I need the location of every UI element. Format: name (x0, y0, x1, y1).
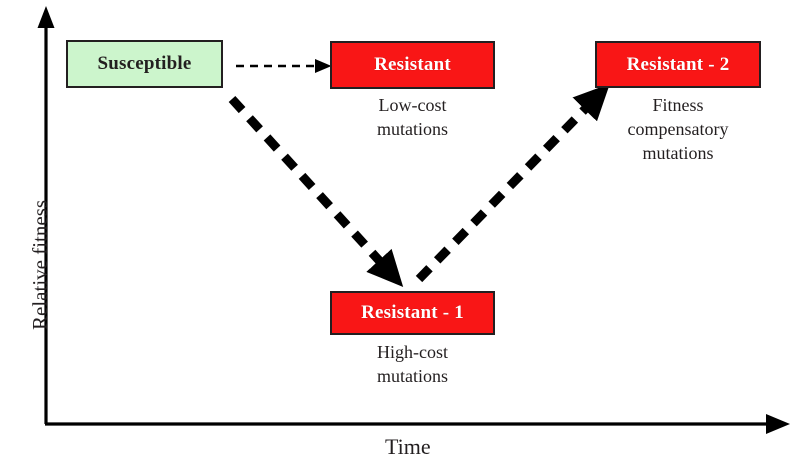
x-axis-label: Time (385, 434, 431, 459)
node-resistant-1[interactable]: Resistant - 1 (330, 291, 495, 335)
caption-resistant-line-2: mutations (377, 118, 448, 139)
caption-resistant-1: High-cost mutations (330, 341, 495, 389)
caption-resistant-2-line-1: Fitness (652, 95, 704, 115)
y-axis-label: Relative fitness (28, 199, 52, 330)
x-axis (45, 414, 790, 434)
node-resistant[interactable]: Resistant (330, 41, 495, 89)
node-resistant-2[interactable]: Resistant - 2 (595, 41, 761, 88)
caption-resistant-2-line-3: mutations (642, 142, 714, 163)
caption-resistant-2-line-2: compensatory (627, 118, 729, 139)
connector-susceptible-to-resistant-1 (228, 95, 404, 287)
caption-resistant-1-line-1: High-cost (377, 342, 448, 362)
y-axis (37, 6, 55, 424)
node-susceptible[interactable]: Susceptible (66, 40, 223, 88)
caption-resistant-line-1: Low-cost (378, 95, 447, 115)
caption-resistant-1-line-2: mutations (377, 365, 448, 386)
caption-resistant-2: Fitness compensatory mutations (588, 94, 768, 165)
caption-resistant: Low-cost mutations (330, 94, 495, 142)
